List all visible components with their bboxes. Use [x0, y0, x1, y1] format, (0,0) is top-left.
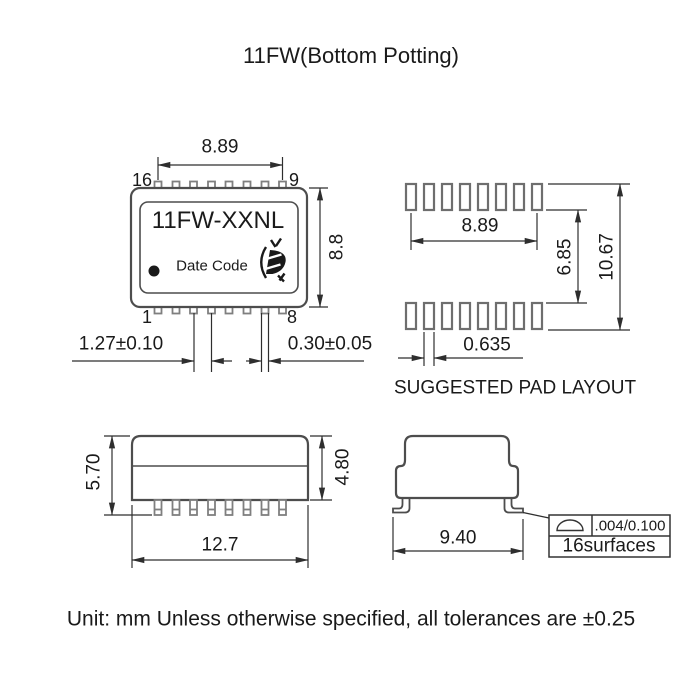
dim-side-body-width-label: 12.7 — [201, 534, 239, 556]
coplanarity-table — [548, 514, 671, 558]
side-view — [104, 434, 332, 568]
dim-pad-width-label: 0.635 — [463, 334, 511, 356]
dim-lead-width — [246, 313, 364, 372]
dim-top-body-height — [309, 187, 328, 308]
side-view-body — [130, 434, 310, 502]
top-view-top-pins — [153, 180, 287, 190]
coplanarity-leader-line — [522, 511, 550, 519]
dim-lead-pitch — [72, 313, 232, 372]
brand-logo — [260, 237, 286, 283]
dim-row-gap-label: 6.85 — [554, 238, 576, 276]
pad-layout — [398, 182, 630, 366]
pin-1-label: 1 — [141, 307, 153, 327]
dim-top-lead-span-label: 8.89 — [201, 136, 239, 158]
end-view-body — [394, 434, 520, 500]
top-view-body-outline — [129, 186, 309, 309]
pad-layout-caption: SUGGESTED PAD LAYOUT — [393, 377, 637, 399]
pin-8-label: 8 — [286, 307, 298, 327]
part-number-label: 11FW-XXNL — [151, 207, 285, 234]
surface-profile-icon — [556, 519, 584, 532]
date-code-label: Date Code — [176, 257, 248, 275]
end-view-right-lead — [503, 498, 524, 514]
top-view — [72, 157, 364, 372]
units-tolerance-note: Unit: mm Unless otherwise specified, all… — [66, 607, 636, 631]
dim-end-lead-span — [392, 517, 524, 560]
dim-row-gap — [546, 209, 587, 304]
side-view-pins — [153, 499, 287, 516]
dim-end-lead-span-label: 9.40 — [439, 527, 477, 549]
dim-top-body-height-label: 8.8 — [326, 233, 348, 261]
dim-side-total-height-label: 5.70 — [83, 453, 105, 491]
pad-layout-top-row — [404, 182, 544, 212]
dim-lead-width-label: 0.30±0.05 — [287, 333, 373, 355]
dim-pad-span — [410, 213, 538, 250]
pin1-index-dot — [148, 265, 160, 277]
dim-pad-span-label: 8.89 — [461, 215, 499, 237]
end-view-left-lead — [392, 498, 411, 514]
pad-layout-bottom-row — [404, 301, 544, 331]
dim-side-total-height — [104, 435, 152, 516]
page-title: 11FW(Bottom Potting) — [243, 43, 459, 68]
dim-top-lead-span — [157, 157, 284, 180]
pin-16-label: 16 — [131, 170, 153, 190]
dim-lead-pitch-label: 1.27±0.10 — [78, 333, 164, 355]
end-view — [392, 434, 671, 560]
dim-pad-overall — [548, 183, 630, 331]
dim-pad-overall-label: 10.67 — [596, 233, 618, 281]
dim-pad-width — [398, 332, 523, 366]
top-view-body-inner — [139, 201, 299, 294]
dim-side-body-height — [310, 435, 332, 501]
coplanarity-value: .004/0.100 — [594, 517, 666, 535]
dim-side-body-height-label: 4.80 — [332, 448, 354, 486]
pin-9-label: 9 — [288, 170, 300, 190]
dim-side-body-width — [131, 505, 309, 568]
coplanarity-scope: 16surfaces — [562, 535, 656, 557]
